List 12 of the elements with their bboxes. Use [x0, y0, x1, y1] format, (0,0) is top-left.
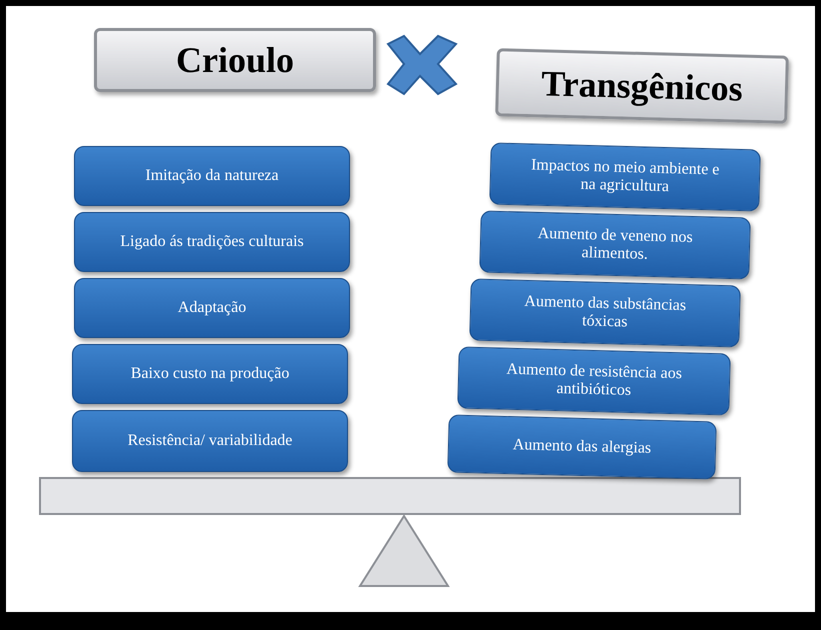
item-box: Aumento das substâncias tóxicas: [469, 278, 741, 348]
item-box: Aumento de veneno nos alimentos.: [479, 210, 751, 280]
item-box: Resistência/ variabilidade: [72, 410, 348, 472]
item-box: Ligado ás tradições culturais: [74, 212, 350, 272]
item-box: Aumento das alergias: [447, 414, 717, 480]
header-box: Crioulo: [94, 28, 376, 92]
item-box: Imitação da natureza: [74, 146, 350, 206]
item-box: Baixo custo na produção: [72, 344, 348, 404]
item-box: Adaptação: [74, 278, 350, 338]
item-box: Aumento de resistência aos antibióticos: [457, 346, 731, 416]
item-box: Impactos no meio ambiente e na agricultura: [489, 142, 761, 212]
header-box: Transgênicos: [495, 48, 789, 124]
